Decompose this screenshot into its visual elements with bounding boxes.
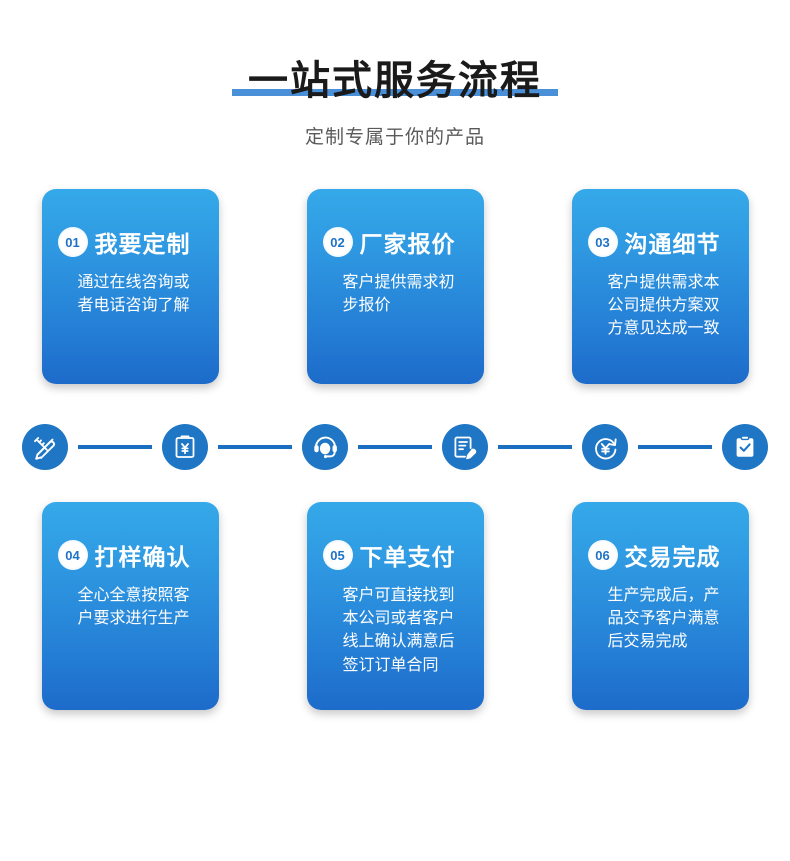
step-card-header: 01 我要定制 — [56, 225, 205, 259]
connector-line — [638, 445, 712, 449]
step-number-badge: 02 — [324, 229, 351, 255]
step-number-badge: 05 — [324, 542, 351, 568]
design-pencil-ruler-icon — [22, 424, 68, 470]
step-title: 厂家报价 — [359, 231, 456, 257]
quote-clipboard-yuan-icon — [162, 424, 208, 470]
page-subtitle: 定制专属于你的产品 — [304, 127, 485, 148]
step-card-header: 03 沟通细节 — [586, 225, 735, 259]
step-description: 客户可直接找到本公司或者客户线上确认满意后签订订单合同 — [342, 587, 455, 674]
step-description: 通过在线咨询或者电话咨询了解 — [77, 274, 190, 315]
step-number-badge: 04 — [59, 542, 86, 568]
connector-line — [78, 445, 152, 449]
connector-line — [498, 445, 572, 449]
step-description: 全心全意按照客户要求进行生产 — [77, 587, 190, 628]
headset-support-icon — [302, 424, 348, 470]
title-block: 一站式服务流程 — [232, 58, 558, 104]
step-card-header: 06 交易完成 — [586, 538, 735, 572]
yuan-payment-refresh-icon — [582, 424, 628, 470]
step-title: 沟通细节 — [624, 231, 721, 257]
step-title: 交易完成 — [624, 544, 721, 570]
step-description: 客户提供需求本公司提供方案双方意见达成一致 — [607, 274, 720, 338]
step-number-badge: 03 — [589, 229, 616, 255]
step-card-05[interactable]: 05 下单支付 客户可直接找到本公司或者客户线上确认满意后签订订单合同 — [306, 502, 484, 710]
steps-row-bottom: 04 打样确认 全心全意按照客户要求进行生产 05 下单支付 客户可直接找到本公… — [0, 502, 790, 710]
steps-row-top: 01 我要定制 通过在线咨询或者电话咨询了解 02 厂家报价 客户提供需求初步报… — [0, 189, 790, 384]
step-card-header: 05 下单支付 — [321, 538, 470, 572]
process-icon-strip — [0, 424, 790, 470]
document-signature-icon — [442, 424, 488, 470]
step-description: 生产完成后，产品交予客户满意后交易完成 — [607, 587, 720, 651]
page-header: 一站式服务流程 定制专属于你的产品 — [0, 0, 790, 149]
title-underline-bar — [232, 89, 558, 96]
connector-line — [218, 445, 292, 449]
step-card-header: 04 打样确认 — [56, 538, 205, 572]
page-title: 一站式服务流程 — [248, 59, 542, 103]
step-title: 下单支付 — [359, 544, 456, 570]
step-title: 我要定制 — [94, 231, 191, 257]
connector-line — [358, 445, 432, 449]
step-card-02[interactable]: 02 厂家报价 客户提供需求初步报价 — [306, 189, 484, 384]
step-number-badge: 06 — [589, 542, 616, 568]
clipboard-check-icon — [722, 424, 768, 470]
step-card-03[interactable]: 03 沟通细节 客户提供需求本公司提供方案双方意见达成一致 — [571, 189, 749, 384]
step-card-04[interactable]: 04 打样确认 全心全意按照客户要求进行生产 — [41, 502, 219, 710]
step-card-header: 02 厂家报价 — [321, 225, 470, 259]
step-description: 客户提供需求初步报价 — [342, 274, 455, 315]
step-title: 打样确认 — [94, 544, 191, 570]
step-card-06[interactable]: 06 交易完成 生产完成后，产品交予客户满意后交易完成 — [571, 502, 749, 710]
step-number-badge: 01 — [59, 229, 86, 255]
step-card-01[interactable]: 01 我要定制 通过在线咨询或者电话咨询了解 — [41, 189, 219, 384]
